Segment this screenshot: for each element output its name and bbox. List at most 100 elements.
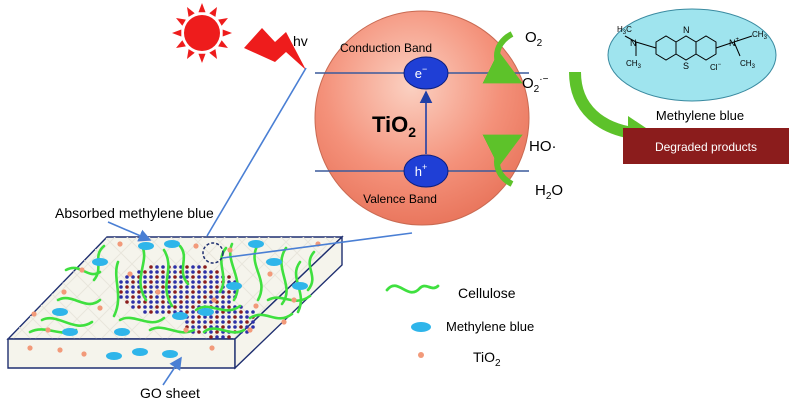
- go-atom: [197, 280, 201, 284]
- zoom-line: [221, 232, 413, 259]
- tio2-center-label: TiO2: [372, 112, 416, 140]
- tio2-dot: [209, 345, 215, 351]
- go-atom: [143, 275, 147, 279]
- lightning-icon: [244, 28, 306, 70]
- go-atom: [227, 295, 231, 299]
- go-atom: [155, 280, 159, 284]
- svg-text:CH3: CH3: [626, 59, 642, 70]
- go-atom: [209, 290, 213, 294]
- cellulose-fiber: [218, 246, 228, 294]
- go-atom: [221, 300, 225, 304]
- svg-text:N: N: [630, 38, 637, 48]
- go-atom: [209, 315, 213, 319]
- methylene-blue-dot: [62, 328, 78, 336]
- go-atom: [239, 315, 243, 319]
- legend: Cellulose Methylene blue TiO2: [385, 284, 534, 369]
- sun-ray: [172, 29, 182, 37]
- go-atom: [233, 320, 237, 324]
- sun-ray: [218, 40, 228, 48]
- go-atom: [203, 265, 207, 269]
- go-atom: [215, 280, 219, 284]
- go-atom: [221, 305, 225, 309]
- go-atom: [227, 305, 231, 309]
- go-atom: [131, 280, 135, 284]
- go-atom: [119, 280, 123, 284]
- go-atom: [155, 310, 159, 314]
- go-atom: [179, 285, 183, 289]
- go-atom: [191, 285, 195, 289]
- go-atom: [143, 280, 147, 284]
- go-atom: [125, 290, 129, 294]
- go-atom: [143, 305, 147, 309]
- cellulose-fiber: [253, 242, 263, 302]
- go-atom: [131, 300, 135, 304]
- go-atom: [161, 305, 165, 309]
- go-atom: [155, 285, 159, 289]
- go-sheet-pointer: [162, 356, 182, 386]
- go-atom: [179, 290, 183, 294]
- electron: e−: [403, 56, 449, 90]
- go-atom: [137, 300, 141, 304]
- go-atom: [197, 325, 201, 329]
- light-ray: [206, 67, 307, 237]
- go-atom: [149, 295, 153, 299]
- go-atom: [209, 320, 213, 324]
- degraded-products-box: Degraded products: [623, 128, 789, 164]
- tio2-dot: [127, 271, 133, 277]
- tio2-dot: [61, 289, 67, 295]
- go-atom: [131, 295, 135, 299]
- go-atom: [131, 285, 135, 289]
- methylene-blue-dot: [198, 308, 214, 316]
- go-atom: [131, 275, 135, 279]
- go-atom: [227, 325, 231, 329]
- methylene-blue-dot: [106, 352, 122, 360]
- go-atom: [155, 265, 159, 269]
- go-atom: [227, 275, 231, 279]
- go-atom: [191, 270, 195, 274]
- go-atom: [203, 270, 207, 274]
- go-atom: [155, 300, 159, 304]
- tio2-dot: [117, 241, 123, 247]
- sun-ray: [176, 40, 186, 48]
- go-atom: [155, 295, 159, 299]
- go-atom: [179, 300, 183, 304]
- methylene-blue-dot: [164, 240, 180, 248]
- go-atom: [203, 300, 207, 304]
- methylene-blue-dots: [52, 240, 308, 360]
- go-atom: [215, 310, 219, 314]
- tio2-highlight-circle: [202, 242, 224, 264]
- tio2-dot: [281, 319, 287, 325]
- sun-ray: [198, 53, 206, 63]
- go-atom: [215, 330, 219, 334]
- go-atom: [197, 330, 201, 334]
- go-atom: [167, 305, 171, 309]
- go-atom: [215, 315, 219, 319]
- go-atom: [161, 270, 165, 274]
- go-atom: [185, 270, 189, 274]
- go-atom: [203, 280, 207, 284]
- svg-text:e−: e−: [415, 64, 428, 81]
- go-atom: [173, 300, 177, 304]
- go-atom: [119, 295, 123, 299]
- cellulose-fiber: [56, 296, 102, 306]
- go-atom: [227, 290, 231, 294]
- go-atom: [149, 275, 153, 279]
- go-atom: [185, 285, 189, 289]
- go-atom: [185, 310, 189, 314]
- go-atom: [119, 285, 123, 289]
- go-atom: [215, 335, 219, 339]
- go-atom: [179, 280, 183, 284]
- go-atom: [173, 265, 177, 269]
- go-atom: [161, 265, 165, 269]
- go-atom: [155, 275, 159, 279]
- methylene-blue-dot: [248, 240, 264, 248]
- go-atom: [149, 285, 153, 289]
- go-atom: [215, 290, 219, 294]
- go-atom: [149, 310, 153, 314]
- go-atom: [203, 315, 207, 319]
- go-atom: [137, 305, 141, 309]
- go-atom: [203, 275, 207, 279]
- go-atom: [215, 285, 219, 289]
- go-atom: [197, 320, 201, 324]
